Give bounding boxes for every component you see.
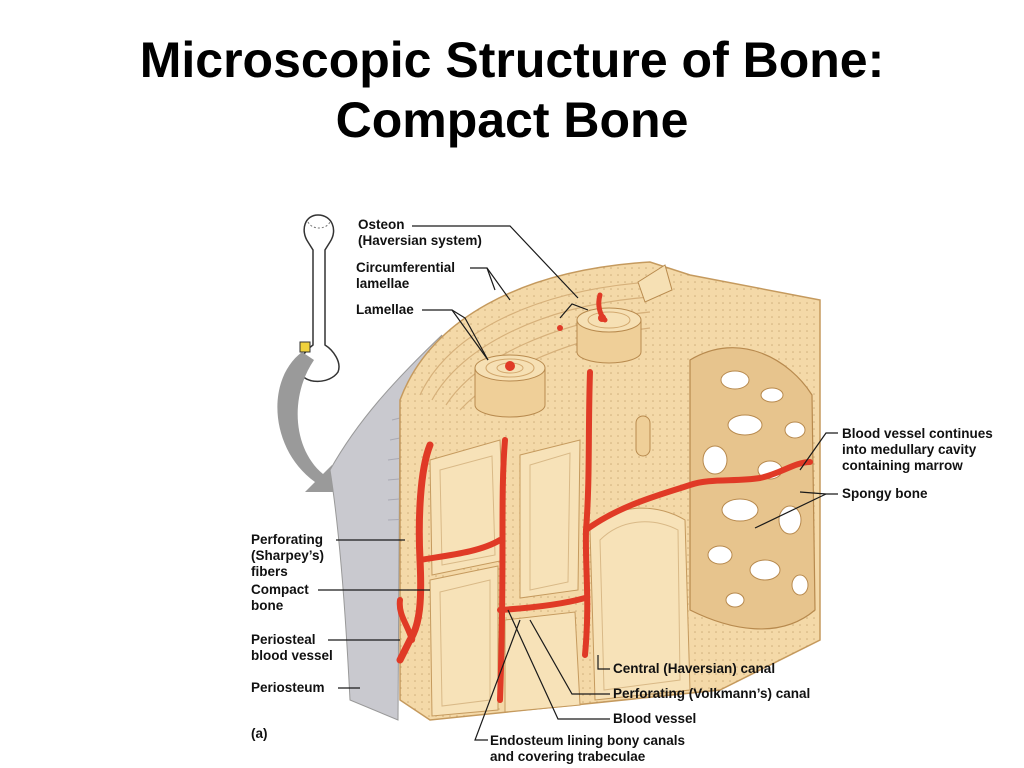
label-perforating-canal: Perforating (Volkmann’s) canal xyxy=(613,686,811,701)
label-blood-vessel: Blood vessel xyxy=(613,711,697,726)
long-bone-thumbnail xyxy=(298,214,340,383)
title-line-1: Microscopic Structure of Bone: xyxy=(139,32,885,88)
panel-letter: (a) xyxy=(251,726,268,741)
spongy-bone xyxy=(689,347,816,630)
central-canal-opening-left xyxy=(505,361,515,371)
label-central-canal: Central (Haversian) canal xyxy=(613,661,776,676)
blood-vessels xyxy=(396,292,813,703)
label-periosteum: Periosteum xyxy=(251,680,325,695)
leader-lines xyxy=(318,225,838,741)
central-canal-opening-top xyxy=(557,325,563,331)
slide-title: Microscopic Structure of Bone: Compact B… xyxy=(0,30,1024,150)
label-perforating-fibers: Perforating(Sharpey’s)fibers xyxy=(251,532,325,579)
label-lamellae: Lamellae xyxy=(356,302,414,317)
section-marker xyxy=(299,341,311,353)
label-osteon: Osteon(Haversian system) xyxy=(358,217,482,248)
osteon-cylinder-right xyxy=(576,307,642,364)
label-spongy-bone: Spongy bone xyxy=(842,486,928,501)
title-line-2: Compact Bone xyxy=(335,92,689,148)
central-canal-opening-right xyxy=(598,314,606,322)
periosteum-layer xyxy=(329,334,443,721)
zoom-arrow xyxy=(277,352,342,492)
